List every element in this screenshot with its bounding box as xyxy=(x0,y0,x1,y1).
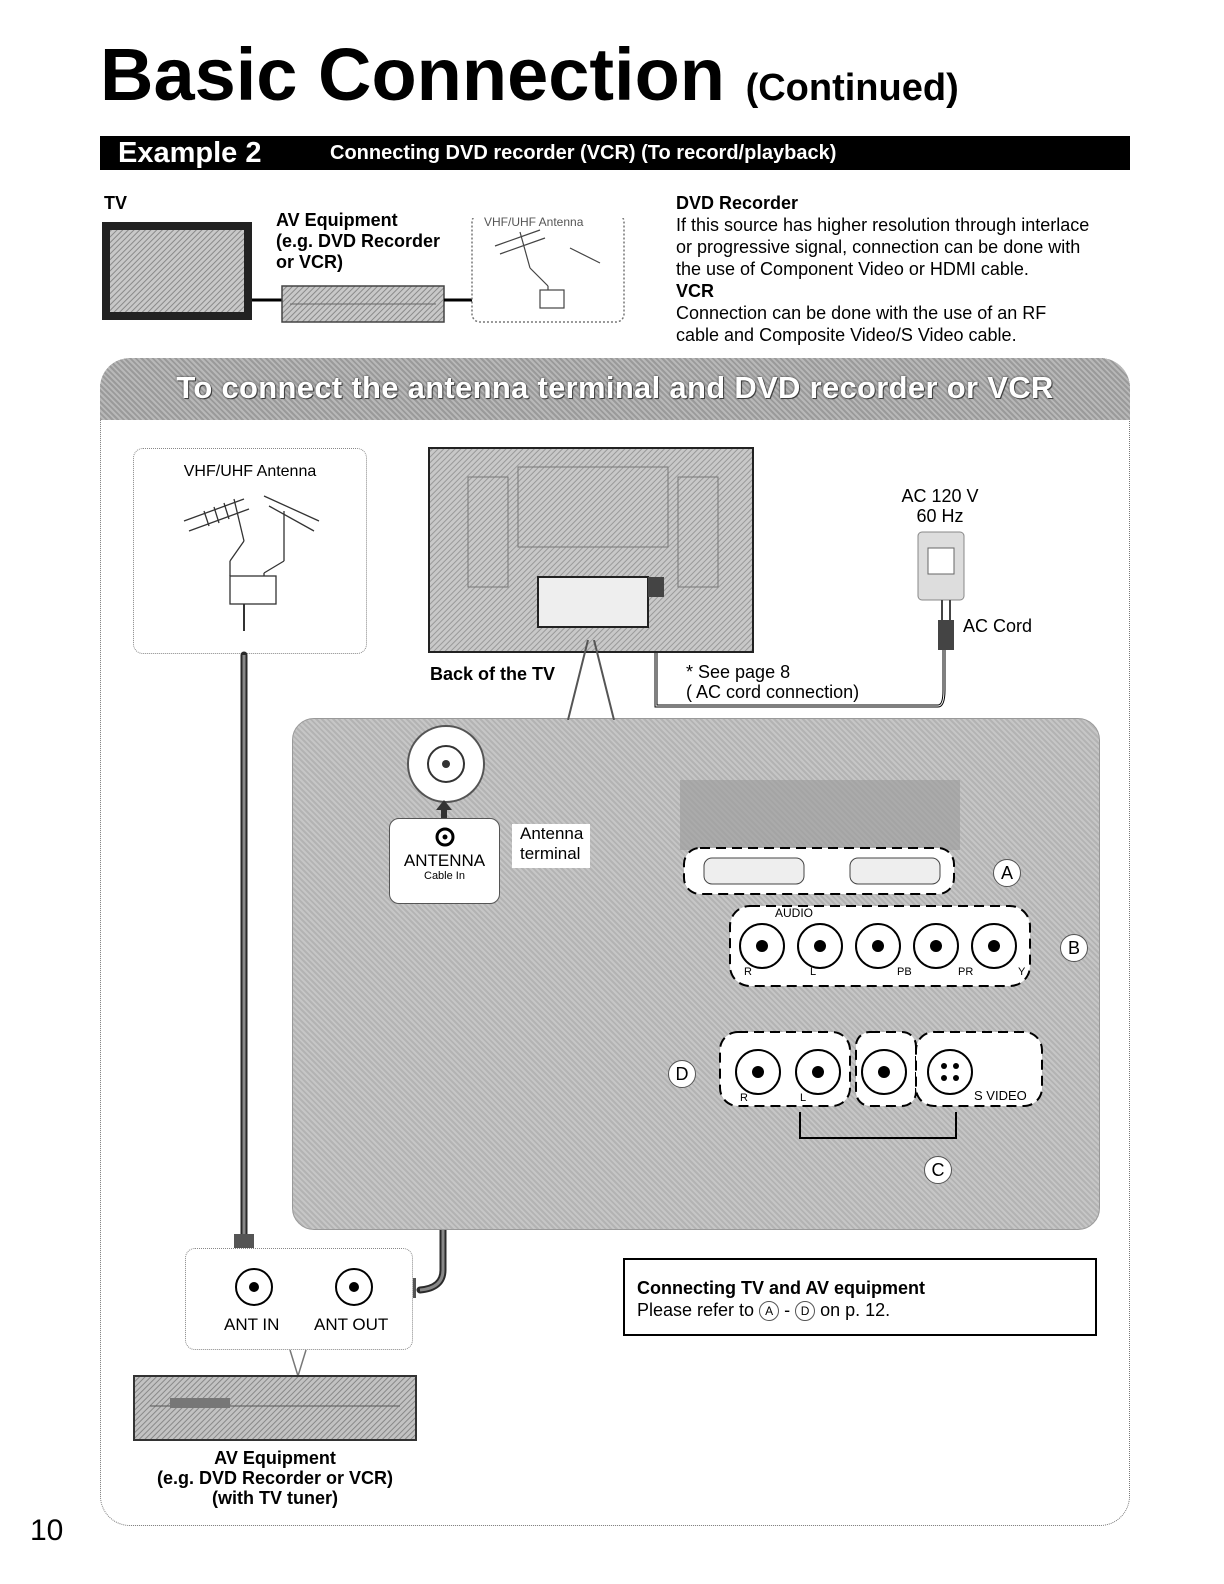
ant-out-label: ANT OUT xyxy=(314,1315,389,1334)
ant-in-out-box: ANT IN ANT OUT xyxy=(185,1248,413,1350)
antenna-terminal-line-1: Antenna xyxy=(520,824,584,843)
jack-label-l: L xyxy=(810,966,817,978)
cable-in-label: Cable In xyxy=(424,870,465,882)
av-caption-line-1: AV Equipment xyxy=(214,1448,336,1468)
av-caption-line-2: (e.g. DVD Recorder or VCR) xyxy=(156,1468,394,1488)
overview-av-equipment-label: AV Equipment (e.g. DVD Recorder or VCR) xyxy=(276,210,440,273)
page-number: 10 xyxy=(30,1514,64,1547)
antenna-port-label: ANTENNA xyxy=(403,851,486,870)
overview-antenna-label: VHF/UHF Antenna xyxy=(484,215,584,229)
notes-block: DVD Recorder If this source has higher r… xyxy=(676,192,1146,346)
antenna-icon xyxy=(183,495,320,631)
ant-in-label: ANT IN xyxy=(224,1315,280,1334)
info-text-after: on p. 12. xyxy=(820,1300,891,1320)
info-dash: - xyxy=(784,1300,791,1320)
info-box: Connecting TV and AV equipment Please re… xyxy=(623,1258,1097,1336)
ac-voltage: AC 120 V xyxy=(901,486,979,506)
panel-banner: To connect the antenna terminal and DVD … xyxy=(100,358,1130,420)
jack-label-d-r: R xyxy=(740,1092,748,1104)
vcr-heading: VCR xyxy=(676,281,715,301)
antenna-terminal-line-2: terminal xyxy=(520,844,581,863)
ac-cord-label: AC Cord xyxy=(963,616,1033,636)
back-of-tv-label: Back of the TV xyxy=(430,664,556,684)
antenna-small-icon xyxy=(494,229,601,309)
av-equipment-icon xyxy=(281,285,445,323)
closeup-pointer xyxy=(567,640,615,720)
antenna-terminal-jack xyxy=(407,725,485,803)
callout-a: A xyxy=(993,859,1021,887)
jack-label-y: Y xyxy=(1018,966,1026,978)
back-of-tv-image xyxy=(428,447,754,653)
antenna-box: VHF/UHF Antenna xyxy=(133,448,367,654)
info-letter-d: D xyxy=(795,1301,816,1322)
av-line-1: AV Equipment xyxy=(276,210,398,230)
av-caption-line-3: (with TV tuner) xyxy=(212,1488,338,1508)
info-letter-a: A xyxy=(759,1301,780,1322)
dvd-line-3: the use of Component Video or HDMI cable… xyxy=(676,259,1029,279)
dvd-heading: DVD Recorder xyxy=(676,193,799,213)
vcr-line-2: cable and Composite Video/S Video cable. xyxy=(676,325,1017,345)
example-label: Example 2 xyxy=(118,137,262,169)
jack-panel xyxy=(680,780,1043,1139)
av-equipment-caption: AV Equipment (e.g. DVD Recorder or VCR) … xyxy=(140,1448,410,1508)
page-title-text: Basic Connection xyxy=(100,33,725,116)
jack-label-d-l: L xyxy=(800,1092,807,1104)
audio-label: AUDIO xyxy=(775,906,814,920)
av-equipment-device xyxy=(133,1349,417,1441)
antenna-terminal-label: Antenna terminal xyxy=(512,824,590,868)
page-subtitle: (Continued) xyxy=(745,67,959,109)
dvd-line-1: If this source has higher resolution thr… xyxy=(676,215,1090,235)
example-header-bar: Example 2 Connecting DVD recorder (VCR) … xyxy=(100,136,1130,170)
av-line-3: or VCR) xyxy=(276,252,343,272)
antenna-port-icon xyxy=(435,827,454,847)
dvd-line-2: or progressive signal, connection can be… xyxy=(676,237,1081,257)
hdmi-ports xyxy=(683,847,955,895)
panel-banner-text: To connect the antenna terminal and DVD … xyxy=(176,370,1054,405)
info-heading: Connecting TV and AV equipment xyxy=(637,1278,925,1298)
page-title: Basic Connection (Continued) xyxy=(100,38,959,112)
jack-label-pr: PR xyxy=(958,966,974,978)
antenna-box-label: VHF/UHF Antenna xyxy=(183,463,317,480)
tv-icon xyxy=(102,222,252,320)
see-page-line-2: ( AC cord connection) xyxy=(686,682,860,702)
ant-jacks xyxy=(235,1268,373,1306)
tv-label: TV xyxy=(104,193,128,213)
callout-c: C xyxy=(924,1156,952,1184)
info-text: Please refer to A - D on p. 12. xyxy=(637,1300,891,1322)
info-text-before: Please refer to xyxy=(637,1300,755,1320)
ac-outlet-icon xyxy=(917,531,965,650)
jack-label-r: R xyxy=(744,966,752,978)
jack-label-pb: PB xyxy=(897,966,912,978)
ac-spec: AC 120 V 60 Hz xyxy=(880,486,1000,526)
see-page-note: * See page 8 ( AC cord connection) xyxy=(686,662,859,702)
callout-d: D xyxy=(668,1060,696,1088)
example-description: Connecting DVD recorder (VCR) (To record… xyxy=(330,142,837,164)
vcr-line-1: Connection can be done with the use of a… xyxy=(676,303,1047,323)
see-page-line-1: * See page 8 xyxy=(686,662,791,682)
callout-b: B xyxy=(1060,934,1088,962)
overview-diagram xyxy=(102,218,625,323)
s-video-label: S VIDEO xyxy=(974,1088,1027,1103)
av-line-2: (e.g. DVD Recorder xyxy=(276,231,441,251)
arrow-up-icon xyxy=(436,800,452,820)
ac-frequency: 60 Hz xyxy=(916,506,964,526)
antenna-port-box: ANTENNA Cable In xyxy=(389,818,500,904)
